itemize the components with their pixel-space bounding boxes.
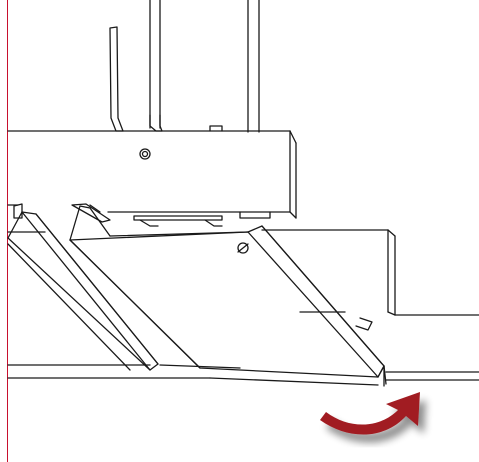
curved-rotate-arrow-icon [320,392,420,435]
tray-front-flange [247,225,387,387]
hinge-pin [237,242,249,254]
tray-back-flange [69,205,249,241]
base-plate [7,364,479,386]
upper-housing [7,125,297,219]
lever-handle [109,26,163,132]
bracket-clips [13,203,111,223]
support-rods [149,0,260,133]
rear-box [7,229,479,331]
housing-slots [133,211,271,227]
left-side-rail [7,211,159,371]
